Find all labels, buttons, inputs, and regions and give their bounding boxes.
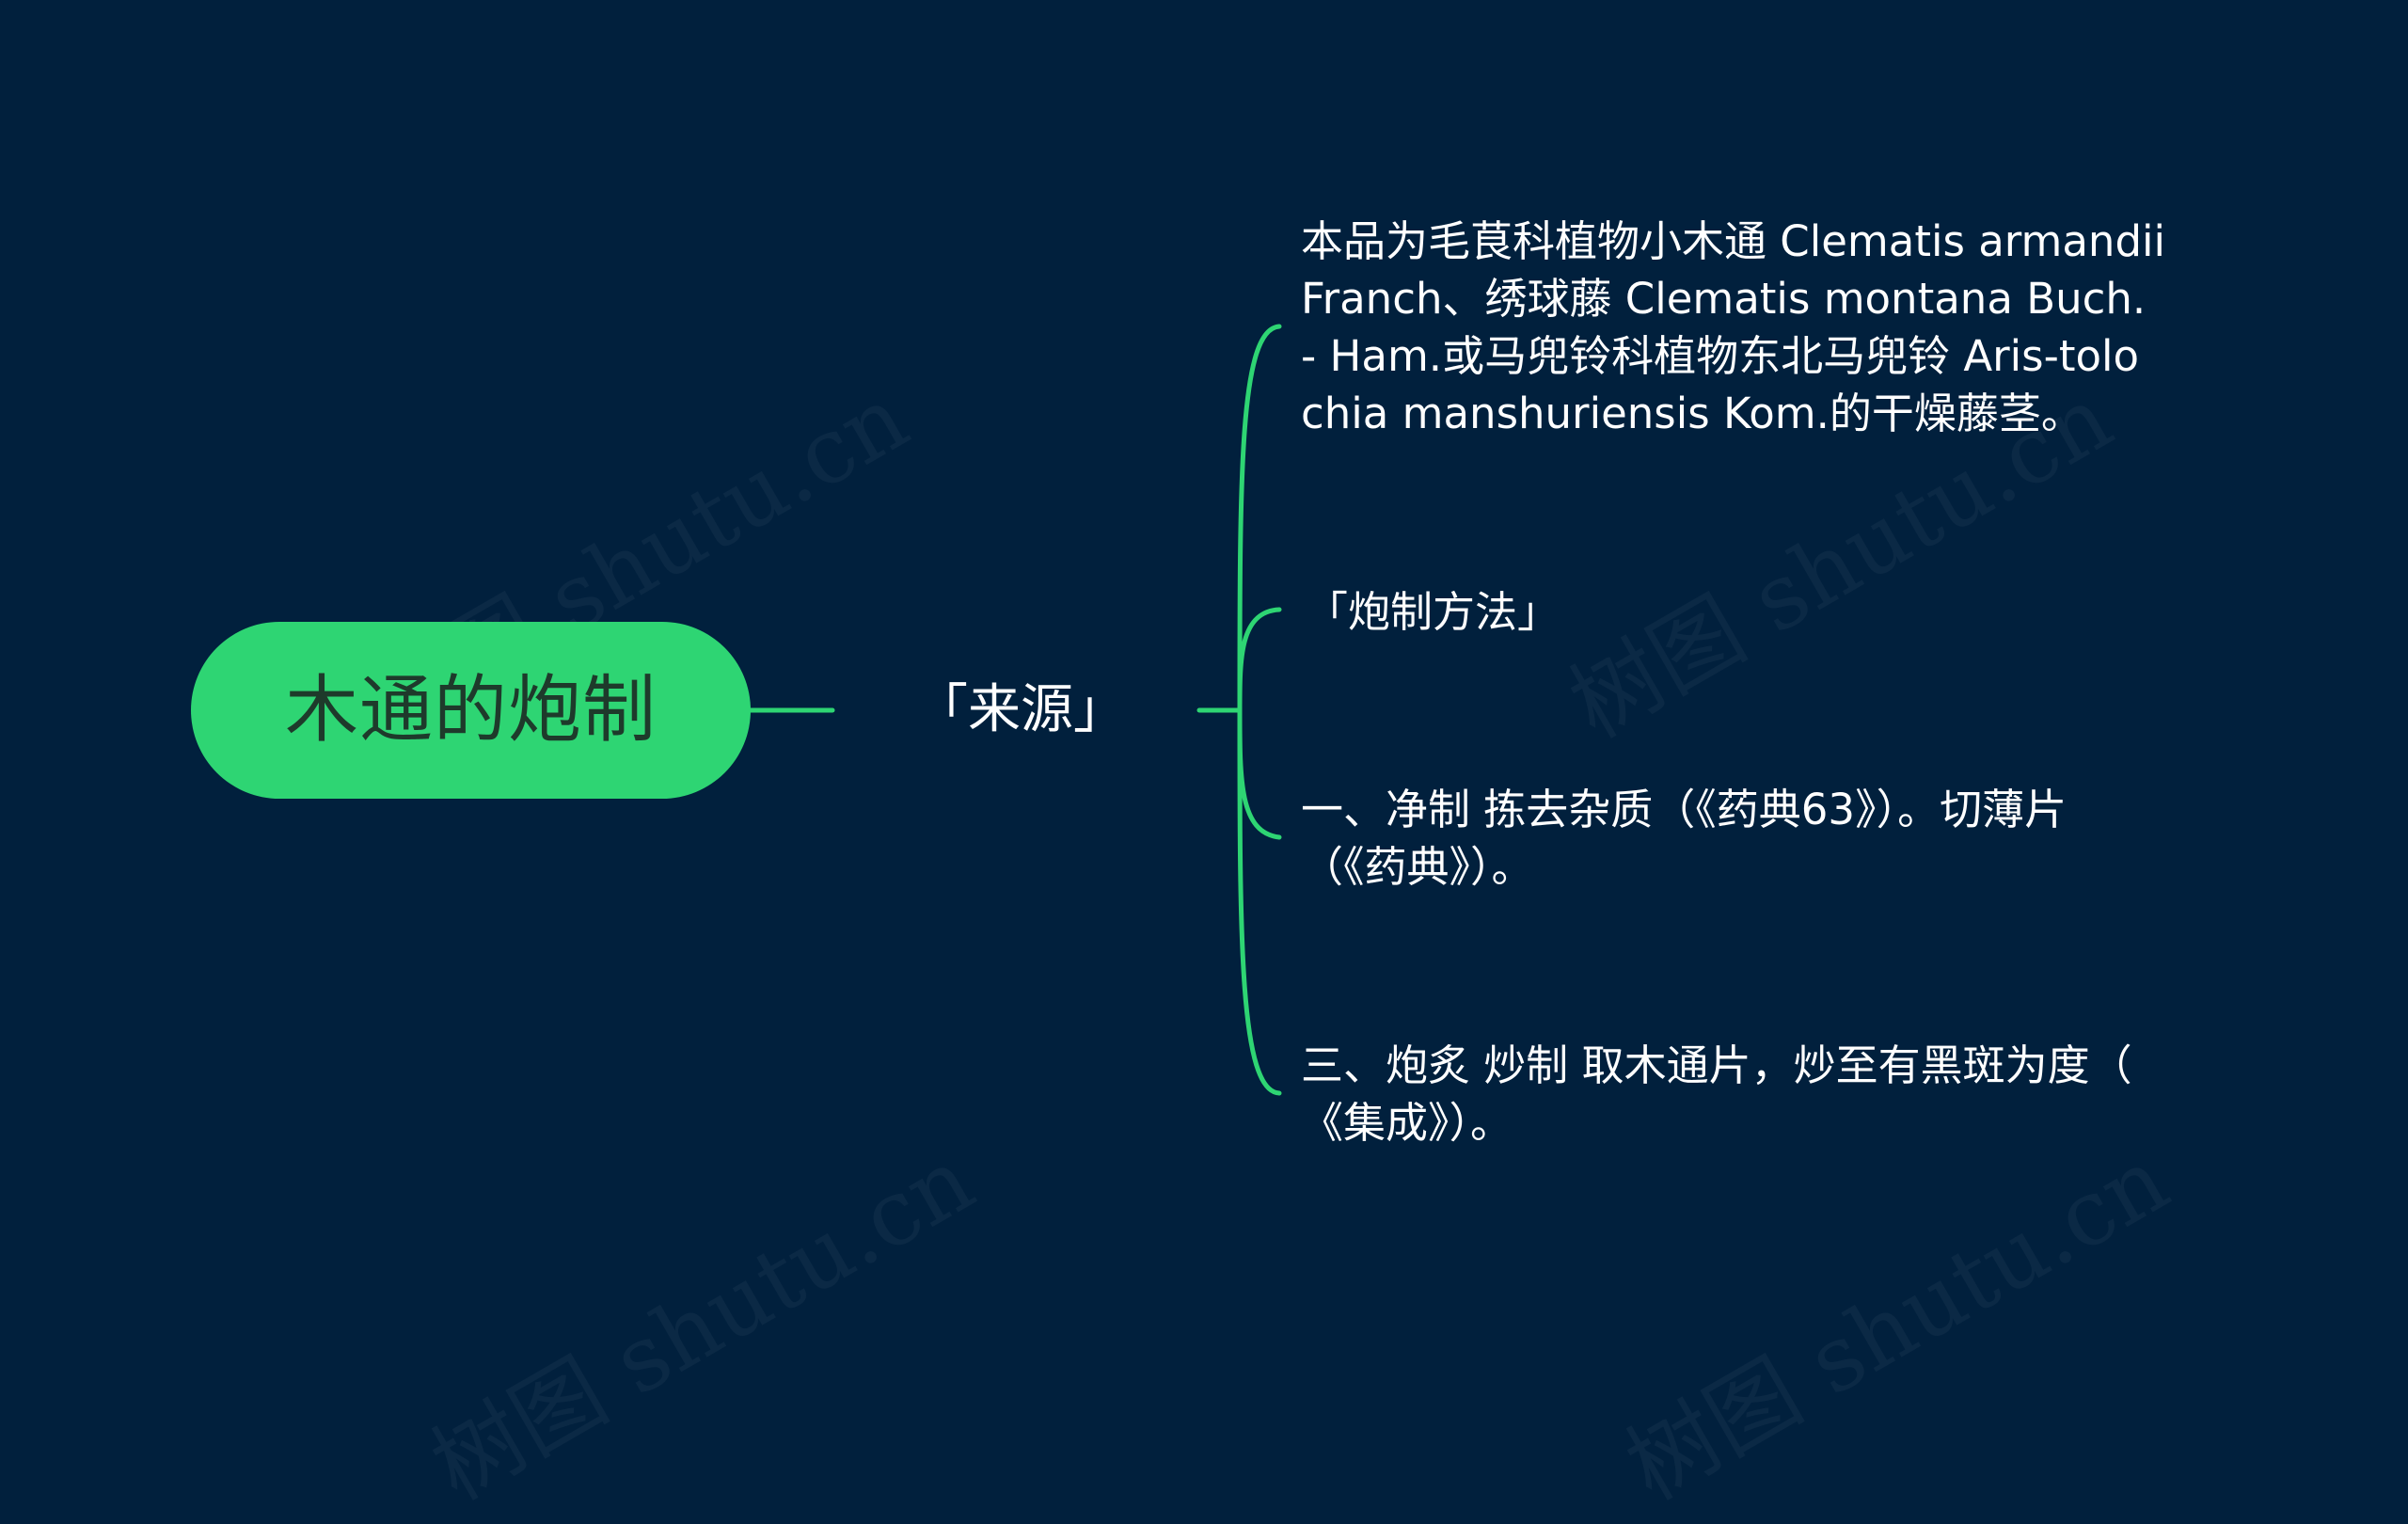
leaf-text-line: Franch、绣球藤 Clematis montana Buch. <box>1301 274 2147 324</box>
branch-node-source[interactable]: 「来源」 <box>915 673 1126 748</box>
mind-map-canvas: 树图 shutu.cn 树图 shutu.cn 树图 shutu.cn 树图 s… <box>191 213 2209 1520</box>
connector-lines <box>748 324 1282 1096</box>
leaf-text-line: - Ham.或马兜铃科植物东北马兜铃 Aris-tolo <box>1301 331 2140 381</box>
leaf-text-line: 《集成》）。 <box>1301 1098 1513 1148</box>
branch-node-label: 「来源」 <box>915 679 1126 740</box>
leaf-node-purification[interactable]: 一、净制 拣去杂质（《药典63》）。切薄片 （《药典》）。 <box>1301 781 2204 896</box>
leaf-node-processing-method[interactable]: 「炮制方法」 <box>1306 583 2209 641</box>
root-node-label: 木通的炮制 <box>284 668 657 753</box>
leaf-node-stir-frying[interactable]: 三、炮炙 炒制 取木通片，炒至有黑斑为度（ 《集成》）。 <box>1301 1037 2204 1151</box>
leaf-text-line: chia manshuriensis Kom.的干燥藤茎。 <box>1301 389 2083 438</box>
root-node[interactable]: 木通的炮制 <box>191 622 751 799</box>
bracket-connector-3 <box>1237 707 1282 840</box>
leaf-text-line: 本品为毛茛科植物小木通 Clematis armandii <box>1301 216 2166 266</box>
leaf-node-source-description[interactable]: 本品为毛茛科植物小木通 Clematis armandii Franch、绣球藤… <box>1301 213 2204 442</box>
leaf-text-line: 三、炮炙 炒制 取木通片，炒至有黑斑为度（ <box>1301 1040 2132 1090</box>
leaf-text-line: 一、净制 拣去杂质（《药典63》）。切薄片 <box>1301 785 2067 834</box>
leaf-text-line: 「炮制方法」 <box>1306 587 1560 637</box>
leaf-text-line: （《药典》）。 <box>1301 842 1534 892</box>
bracket-connector-1 <box>1237 324 1282 713</box>
bracket-connector-4 <box>1237 707 1282 1096</box>
bracket-connector-2 <box>1237 607 1282 713</box>
